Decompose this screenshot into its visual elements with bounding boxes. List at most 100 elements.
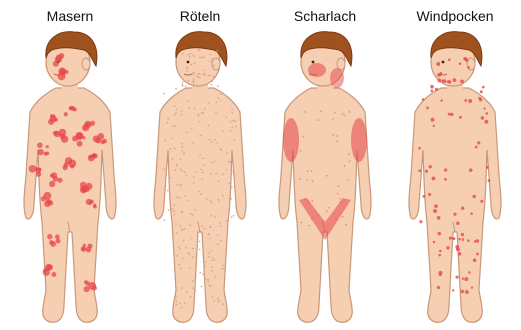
rash-spot [181, 114, 183, 116]
rash-spot [204, 108, 206, 110]
rash-spot [203, 69, 205, 71]
rash-spot [212, 258, 214, 260]
rash-spot [202, 273, 204, 275]
rash-spot [448, 113, 451, 116]
rash-spot [218, 180, 220, 182]
rash-spot [199, 57, 201, 59]
rash-spot [343, 115, 345, 117]
rash-spot [190, 64, 192, 66]
rash-spot [180, 268, 182, 270]
rash-spot [461, 207, 464, 210]
rash-spot [174, 114, 176, 116]
rash-spot [336, 135, 338, 137]
rash-spot [231, 127, 233, 129]
rash-spot [181, 229, 183, 231]
rash-spot [234, 173, 236, 175]
rash-spot [204, 228, 206, 230]
rash-spot [170, 177, 172, 179]
rash-spot [93, 153, 98, 158]
rash-spot [434, 204, 438, 208]
rash-spot [430, 85, 434, 89]
rash-spot [426, 106, 429, 109]
rash-spot [203, 164, 205, 166]
rash-spot [191, 127, 193, 129]
rash-spot [219, 222, 221, 224]
rash-spot [198, 191, 200, 193]
rash-spot [216, 50, 218, 52]
rash-spot [186, 66, 188, 68]
rash-spot [185, 175, 187, 177]
rash-spot [175, 300, 177, 302]
rash-spot [481, 116, 485, 120]
rash-spot [210, 215, 212, 217]
rash-spot [225, 169, 227, 171]
rash-spot [192, 142, 194, 144]
rash-spot [197, 73, 199, 75]
rash-spot [301, 221, 303, 223]
rash-spot [433, 209, 437, 213]
rash-spot [458, 238, 461, 241]
rash-spot [222, 303, 224, 305]
rash-spot [199, 77, 201, 79]
rash-spot [50, 241, 56, 247]
rash-spot [209, 60, 211, 62]
rash-spot [93, 204, 96, 207]
rash-spot [317, 215, 319, 217]
rash-spot [184, 86, 186, 88]
rash-spot [226, 220, 228, 222]
rash-spot [89, 155, 92, 158]
rash-spot [188, 54, 190, 56]
rash-spot [418, 147, 421, 150]
rash-spot [194, 72, 196, 74]
rash-spot [448, 80, 452, 84]
rash-spot [233, 139, 235, 141]
rash-spot [483, 107, 485, 109]
rash-spot [173, 210, 175, 212]
rash-spot [168, 161, 170, 163]
rash-spot [164, 219, 166, 221]
rash-spot [231, 186, 233, 188]
rash-spot [461, 233, 464, 236]
rash-spot [348, 111, 350, 113]
rash-spot [229, 197, 231, 199]
rash-spot [211, 58, 213, 60]
rash-spot [167, 118, 169, 120]
rash-spot [179, 158, 181, 160]
rash-spot [179, 302, 181, 304]
rash-spot [475, 146, 478, 149]
rash-spot [62, 165, 67, 170]
rash-spot [193, 56, 195, 58]
rash-spot [425, 170, 428, 173]
rash-spot [193, 78, 195, 80]
rash-spot [210, 84, 212, 86]
rash-spot [455, 275, 458, 278]
rash-spot [86, 199, 92, 205]
rash-spot [345, 224, 347, 226]
rash-spot [208, 102, 210, 104]
rash-spot [326, 210, 328, 212]
rash-spot [215, 112, 217, 114]
rash-spot [419, 220, 422, 223]
rash-spot [326, 175, 328, 177]
rash-spot [332, 134, 334, 136]
rash-spot [335, 218, 337, 220]
rash-spot [484, 120, 488, 124]
rash-spot [194, 62, 196, 64]
rash-cheek [308, 63, 326, 77]
rash-spot [225, 116, 227, 118]
rash-spot [172, 208, 174, 210]
rash-spot [222, 194, 224, 196]
rash-spot [202, 112, 204, 114]
rash-spot [206, 198, 208, 200]
rash-spot [84, 286, 90, 292]
rash-spot [213, 300, 215, 302]
rash-spot [229, 161, 231, 163]
rash-spot [232, 120, 234, 122]
rash-spot [37, 149, 43, 155]
rash-spot [207, 234, 209, 236]
rash-spot [194, 108, 196, 110]
rash-spot [51, 272, 56, 277]
rash-spot [337, 193, 339, 195]
rash-spot [200, 134, 202, 136]
rash-spot [201, 286, 203, 288]
